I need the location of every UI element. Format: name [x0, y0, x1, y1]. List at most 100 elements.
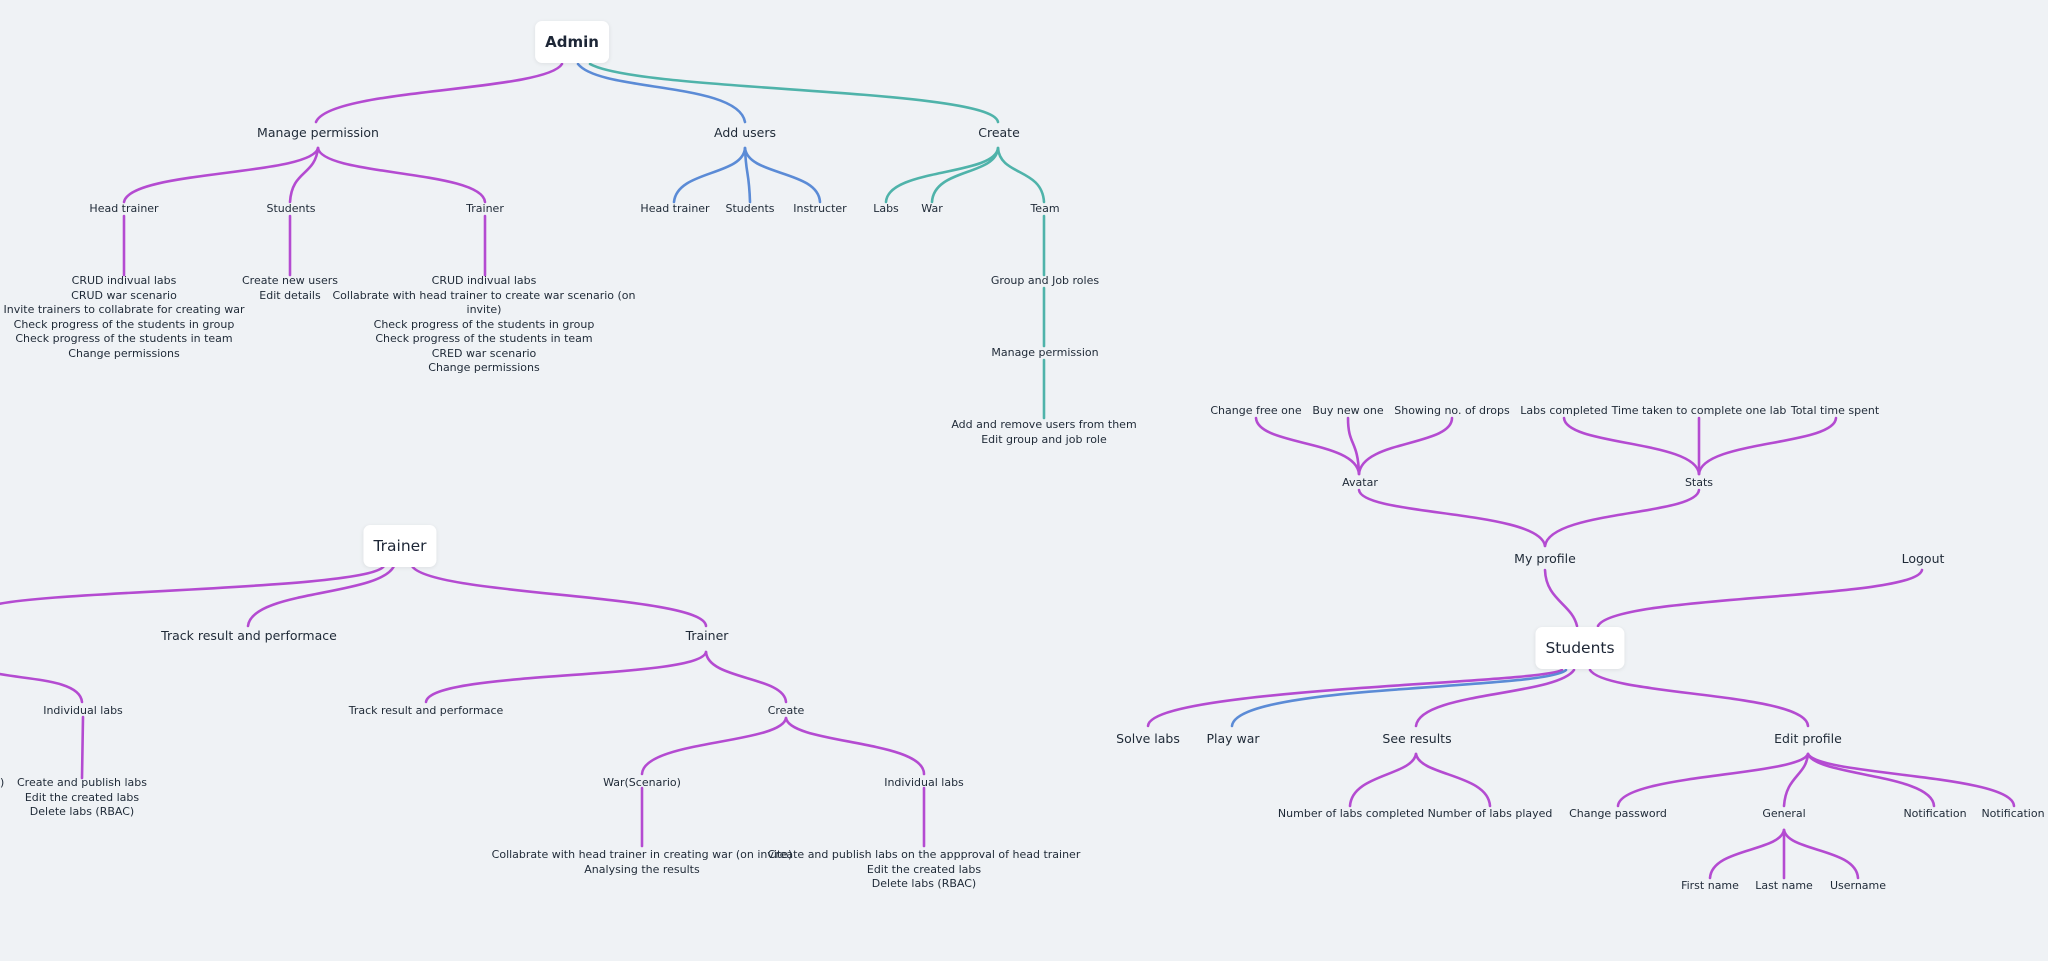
detail-line: Edit the created labs [866, 862, 982, 876]
detail-line: Invite trainers to collabrate for creati… [3, 303, 245, 316]
edge-students-logout [1596, 568, 1924, 628]
edge-admin-add-users [576, 62, 747, 124]
edge-avatar-drops [1357, 416, 1454, 476]
trainer-root-node[interactable]: Trainer [363, 525, 437, 567]
username-node[interactable]: Username [1829, 879, 1887, 892]
add-users-node[interactable]: Add users [714, 125, 776, 140]
stats-time-taken-node[interactable]: Time taken to complete one lab [1611, 404, 1787, 417]
edge-edit-general [1782, 752, 1810, 808]
edge-individual-labs-details [80, 715, 85, 780]
edge-mp-trainer [316, 146, 487, 204]
detail-line: Edit details [259, 288, 321, 302]
students-root-node[interactable]: Students [1535, 627, 1625, 669]
edge-students-see [1414, 668, 1576, 728]
detail-line: Add and remove users from them [951, 418, 1137, 431]
edge-mp-students [288, 146, 320, 204]
create-labs-node[interactable]: Labs [873, 202, 899, 215]
avatar-change-free-node[interactable]: Change free one [1210, 404, 1302, 417]
change-password-node[interactable]: Change password [1569, 807, 1667, 820]
edge-create-war-scenario [640, 716, 788, 776]
detail-line: Edit the created labs [24, 790, 140, 804]
avatar-buy-new-node[interactable]: Buy new one [1312, 404, 1384, 417]
mp-students-node[interactable]: Students [266, 202, 316, 215]
first-name-node[interactable]: First name [1681, 879, 1739, 892]
edge-profile-stats [1543, 488, 1701, 548]
edge-edit-notification-2 [1806, 752, 2016, 808]
edge-au-head-trainer [672, 146, 747, 204]
sub-individual-labs-details[interactable]: Create and publish labs on the appproval… [768, 848, 1081, 892]
au-head-trainer-node[interactable]: Head trainer [640, 202, 710, 215]
edge-stats-total [1697, 416, 1838, 476]
trainer-individual-labs-details[interactable]: Create and publish labs Edit the created… [17, 776, 147, 820]
edge-admin-create [588, 62, 1000, 124]
detail-line: Create and publish labs [17, 776, 147, 789]
create-manage-permission-node[interactable]: Manage permission [991, 346, 1099, 359]
solve-labs-node[interactable]: Solve labs [1116, 731, 1180, 746]
edge-edit-notification-1 [1806, 752, 1936, 808]
avatar-drops-node[interactable]: Showing no. of drops [1394, 404, 1510, 417]
war-scenario-details[interactable]: Collabrate with head trainer in creating… [492, 848, 793, 877]
offscreen-edge-fragment: ) [0, 776, 5, 789]
create-war-node[interactable]: War [921, 202, 943, 215]
trainer-sub-node[interactable]: Trainer [685, 628, 729, 643]
stats-total-time-node[interactable]: Total time spent [1790, 404, 1880, 417]
au-instructer-node[interactable]: Instructer [793, 202, 847, 215]
notification-node-2[interactable]: Notification [1981, 807, 2045, 820]
detail-line: Collabrate with head trainer to create w… [332, 288, 636, 302]
edge-students-profile [1543, 568, 1579, 628]
detail-line: CRUD indivual labs [71, 274, 177, 287]
stats-node[interactable]: Stats [1684, 476, 1714, 489]
sub-create-node[interactable]: Create [767, 704, 805, 717]
edge-create-team [996, 146, 1046, 204]
edge-trainer-offscreen [0, 564, 386, 605]
trainer-details[interactable]: CRUD indivual labs Collabrate with head … [332, 274, 635, 376]
manage-permission-node[interactable]: Manage permission [257, 125, 379, 140]
mp-trainer-node[interactable]: Trainer [466, 202, 504, 215]
edge-create-war [930, 146, 1000, 204]
edge-students-edit [1588, 668, 1810, 728]
sub-individual-labs-node[interactable]: Individual labs [884, 776, 964, 789]
trainer-individual-labs-node[interactable]: Individual labs [43, 704, 123, 717]
create-node[interactable]: Create [978, 125, 1020, 140]
team-permission-details[interactable]: Add and remove users from them Edit grou… [951, 418, 1136, 447]
group-job-roles-node[interactable]: Group and Job roles [990, 274, 1100, 287]
war-scenario-node[interactable]: War(Scenario) [603, 776, 681, 789]
edge-students-solve [1146, 668, 1564, 728]
play-war-node[interactable]: Play war [1206, 731, 1260, 746]
au-students-node[interactable]: Students [725, 202, 775, 215]
admin-root-node[interactable]: Admin [535, 21, 609, 63]
sub-track-result-node[interactable]: Track result and performace [348, 704, 504, 717]
logout-node[interactable]: Logout [1901, 551, 1945, 566]
edge-see-played [1414, 752, 1492, 808]
edge-see-completed [1348, 752, 1418, 808]
notification-node-1[interactable]: Notification [1903, 807, 1967, 820]
edge-avatar-buy [1346, 416, 1361, 476]
detail-line: CRUD war scenario [71, 288, 177, 302]
students-details[interactable]: Create new users Edit details [242, 274, 338, 303]
create-team-node[interactable]: Team [1030, 202, 1060, 215]
labs-completed-count-node[interactable]: Number of labs completed [1277, 807, 1425, 820]
detail-line: Check progress of the students in team [15, 332, 233, 345]
detail-line: invite) [466, 303, 502, 316]
edge-profile-avatar [1357, 488, 1547, 548]
last-name-node[interactable]: Last name [1755, 879, 1813, 892]
edge-au-students [743, 146, 752, 204]
avatar-node[interactable]: Avatar [1342, 476, 1378, 489]
edit-profile-node[interactable]: Edit profile [1774, 731, 1842, 746]
labs-played-count-node[interactable]: Number of labs played [1427, 807, 1553, 820]
detail-line: Change permissions [68, 346, 180, 360]
edge-create-labs [884, 146, 1000, 204]
head-trainer-details[interactable]: CRUD indivual labs CRUD war scenario Inv… [3, 274, 244, 361]
edge-admin-manage-permission [314, 62, 564, 124]
general-node[interactable]: General [1762, 807, 1806, 820]
see-results-node[interactable]: See results [1382, 731, 1452, 746]
mp-head-trainer-node[interactable]: Head trainer [89, 202, 159, 215]
edge-general-username [1782, 828, 1860, 880]
edge-trainer-sub [410, 564, 708, 628]
detail-line: Edit group and job role [981, 432, 1107, 446]
my-profile-node[interactable]: My profile [1514, 551, 1576, 566]
stats-labs-completed-node[interactable]: Labs completed [1520, 404, 1608, 417]
trainer-track-result-node[interactable]: Track result and performace [161, 628, 337, 643]
